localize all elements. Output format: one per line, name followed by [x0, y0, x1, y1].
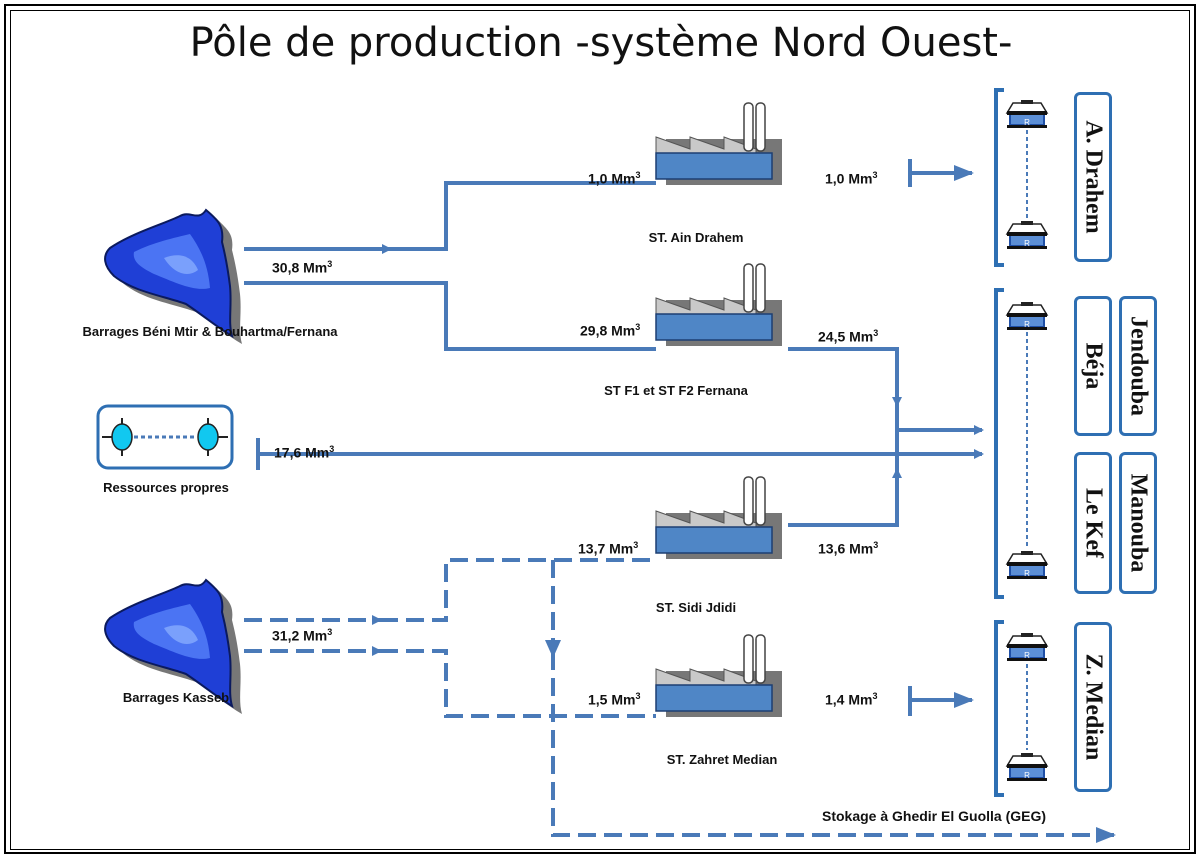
svg-text:R: R: [1024, 118, 1030, 127]
svg-text:R: R: [1024, 651, 1030, 660]
label-fernana-out: 24,5 Mm3: [818, 328, 879, 345]
caption-zahret-median: ST. Zahret Median: [666, 752, 778, 767]
label-sidi-jdidi-in: 13,7 Mm3: [578, 540, 639, 557]
caption-beni-mtir: Barrages Béni Mtir & Bouhartma/Fernana: [82, 324, 338, 339]
svg-text:R: R: [1024, 569, 1030, 578]
label-sidi-jdidi-out: 13,6 Mm3: [818, 540, 879, 557]
region-brackets: [994, 88, 1004, 797]
region-beja: Béja: [1074, 296, 1112, 436]
diagram-title: Pôle de production -système Nord Ouest-: [189, 20, 1013, 66]
label-kasseb-out: 31,2 Mm3: [272, 627, 333, 644]
label-beni-mtir-out: 30,8 Mm3: [272, 259, 333, 276]
label-ain-drahem-in: 1,0 Mm3: [588, 170, 641, 187]
dashed-down-arrow: [545, 640, 561, 658]
caption-kasseb: Barrages Kasseb: [122, 690, 230, 705]
inner-frame: [10, 10, 1190, 850]
label-propres: 17,6 Mm3: [274, 444, 335, 461]
factory-ain-drahem-icon: [655, 102, 783, 186]
svg-text:R: R: [1024, 771, 1030, 780]
label-ain-drahem-out: 1,0 Mm3: [825, 170, 878, 187]
region-z-median: Z. Median: [1074, 622, 1112, 792]
region-jendouba: Jendouba: [1119, 296, 1157, 436]
label-zahret-in: 1,5 Mm3: [588, 691, 641, 708]
ressources-propres-icon: [96, 404, 234, 470]
solid-pipes: [244, 159, 984, 716]
dashed-pipes: [244, 558, 1116, 843]
factory-sidi-jdidi-icon: [655, 476, 783, 560]
reservoirs: R R R R R R: [1006, 99, 1048, 782]
region-a-drahem: A. Drahem: [1074, 92, 1112, 262]
region-manouba: Manouba: [1119, 452, 1157, 594]
caption-fernana: ST F1 et ST F2 Fernana: [604, 383, 748, 398]
caption-ressources-propres: Ressources propres: [103, 480, 229, 495]
outer-frame: [4, 4, 1196, 854]
caption-ain-drahem: ST. Ain Drahem: [648, 230, 744, 245]
caption-storage-geg: Stokage à Ghedir El Guolla (GEG): [821, 808, 1047, 824]
svg-text:R: R: [1024, 320, 1030, 329]
label-zahret-out: 1,4 Mm3: [825, 691, 878, 708]
svg-text:R: R: [1024, 239, 1030, 248]
factory-fernana-icon: [655, 263, 783, 347]
region-le-kef: Le Kef: [1074, 452, 1112, 594]
label-fernana-in: 29,8 Mm3: [580, 322, 641, 339]
factory-zahret-median-icon: [655, 634, 783, 718]
caption-sidi-jdidi: ST. Sidi Jdidi: [655, 600, 737, 615]
